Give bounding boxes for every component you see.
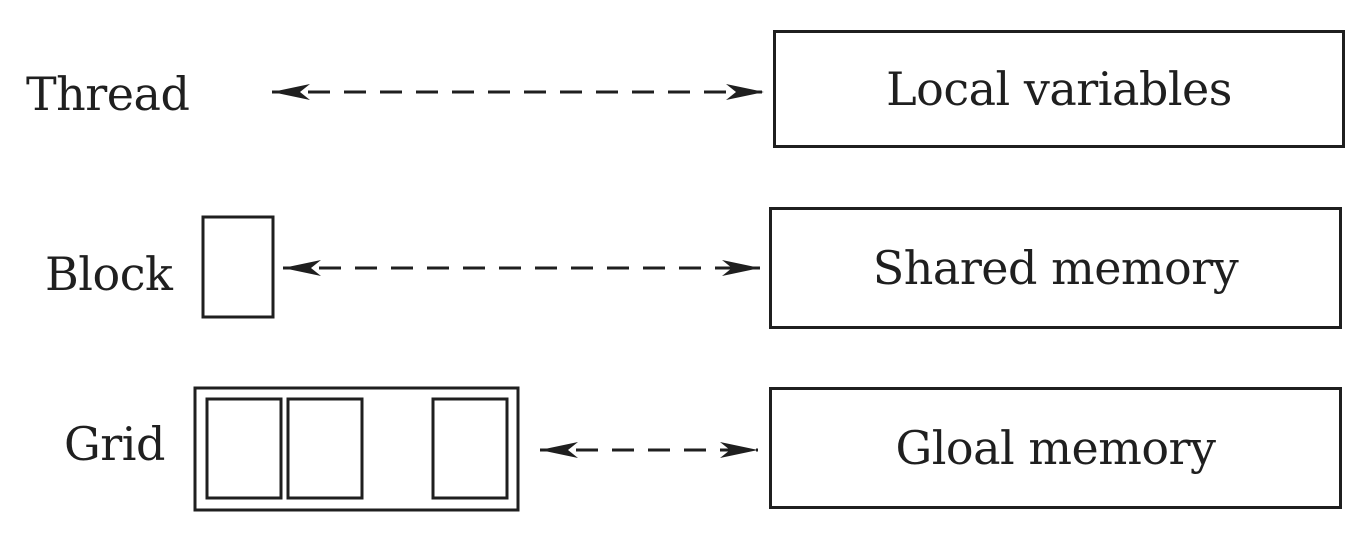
block-label: Block: [45, 247, 173, 301]
grid-block-cell: [205, 397, 283, 500]
local-variables-label: Local variables: [886, 62, 1232, 116]
local-variables-box: Local variables: [773, 30, 1345, 148]
global-memory-label: Gloal memory: [895, 421, 1216, 475]
grid-block-cell: [431, 397, 509, 500]
shared-memory-label: Shared memory: [872, 241, 1239, 295]
grid-outer-frame: [193, 386, 520, 512]
grid-label: Grid: [64, 417, 165, 471]
shared-memory-box: Shared memory: [769, 207, 1342, 329]
grid-icon: [193, 386, 520, 512]
grid-block-cell: [286, 397, 364, 500]
block-icon: [201, 215, 275, 319]
thread-label: Thread: [26, 67, 190, 121]
global-memory-box: Gloal memory: [769, 387, 1342, 509]
